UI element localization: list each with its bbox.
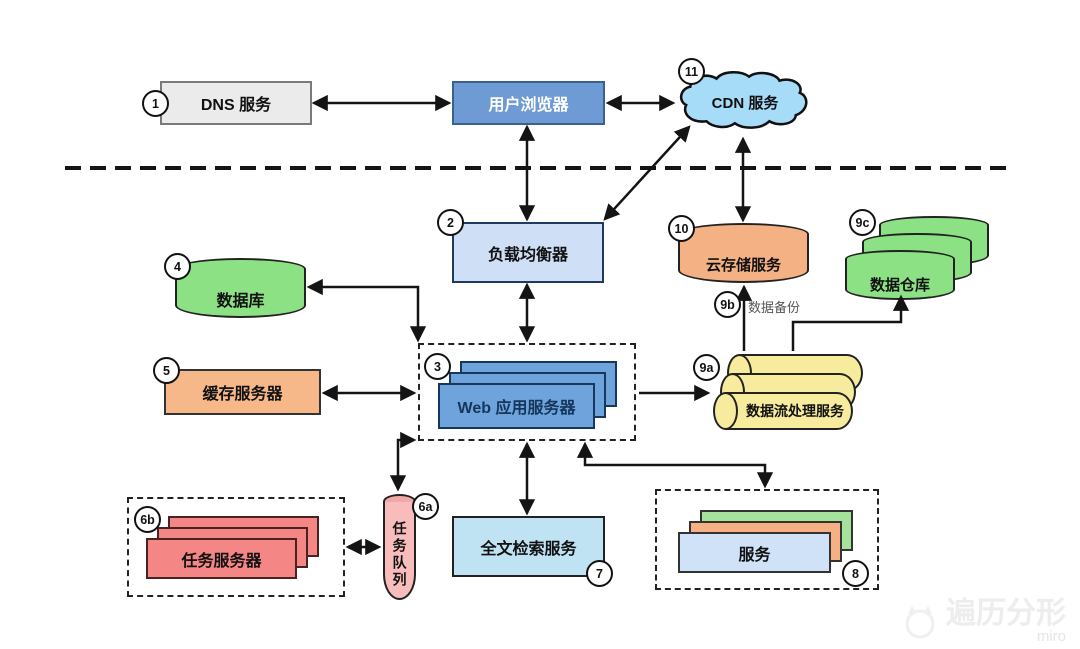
web-app-label: Web 应用服务器 [457,400,576,417]
dns-service-label: DNS 服务 [200,97,272,114]
cache-server-box: 缓存服务器 [164,369,321,415]
services-label: 服务 [738,546,771,564]
cylinder-body [383,501,416,600]
services-stack: 服务 [655,489,879,590]
database-label: 数据库 [216,293,265,310]
edge-webapp-services [576,441,774,489]
cdn-cloud: CDN 服务 [676,70,814,136]
web-app-group [418,343,636,441]
badge-5: 5 [153,357,180,384]
fulltext-search-box: 全文检索服务 [452,516,605,577]
badge-2: 2 [437,209,464,236]
badge-3: 3 [424,353,451,380]
service-front-blue: 服务 [678,532,831,573]
stream-service-label: 数据流处理服务 [746,403,844,419]
watermark-cat-icon [905,606,935,639]
badge-11: 11 [678,58,705,85]
cloud-storage-label: 云存储服务 [705,256,781,274]
dns-service-box: DNS 服务 [160,81,312,125]
cylinder-body [725,392,853,430]
web-app-server-front: Web 应用服务器 [438,383,595,429]
badge-9b: 9b [714,291,741,318]
task-servers-stack: 任务服务器 [127,497,345,597]
web-app-stack: Web 应用服务器 [418,343,636,441]
badge-6a: 6a [412,493,439,520]
data-backup-label: 数据备份 [748,300,801,315]
cylinder-body [678,234,809,283]
edge-stream-warehouse [791,294,910,351]
load-balancer-label: 负载均衡器 [487,246,568,264]
task-servers-group [127,497,345,597]
badge-1: 1 [142,90,169,117]
stream-cylinder-front: 数据流处理服务 [713,392,853,430]
database-cylinder: 数据库 [175,258,306,318]
user-browser-label: 用户浏览器 [488,97,569,114]
badge-8: 8 [842,560,869,587]
badge-9c: 9c [849,209,876,236]
edge-webapp-taskqueue [389,431,417,492]
badge-7: 7 [586,560,613,587]
cylinder-cap [713,392,738,430]
cylinder-body [175,269,306,318]
badge-6b: 6b [134,506,161,533]
load-balancer-box: 负载均衡器 [452,222,604,283]
edge-database-webapp [306,278,427,343]
task-queue-cylinder: 任务队列 [383,494,416,600]
cloud-storage-cylinder: 云存储服务 [678,223,809,283]
cache-server-label: 缓存服务器 [202,386,283,403]
data-warehouse-front: 数据仓库 [845,250,955,300]
badge-10: 10 [668,215,695,242]
services-group [655,489,879,590]
task-server-front: 任务服务器 [146,538,297,579]
badge-4: 4 [164,253,191,280]
user-browser-box: 用户浏览器 [452,81,605,125]
task-servers-label: 任务服务器 [181,552,262,570]
cloud-shape-icon [679,71,808,129]
edge-cdn-loadbalancer [603,125,691,221]
badge-9a: 9a [693,354,720,381]
data-warehouse-label: 数据仓库 [869,276,930,294]
fulltext-search-label: 全文检索服务 [480,540,577,558]
watermark-sub: miro [1036,628,1066,645]
task-queue-label: 任务队列 [391,520,408,589]
cdn-service-label: CDN 服务 [711,95,779,112]
watermark-brand: 遍历分形 [946,597,1066,630]
watermark: 遍历分形 miro [900,599,1066,645]
